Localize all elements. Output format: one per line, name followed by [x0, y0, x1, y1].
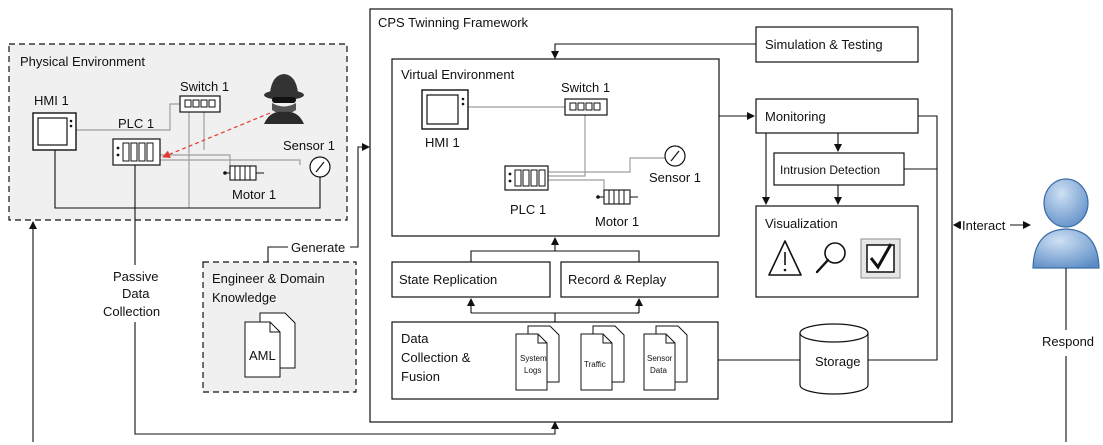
virtual-sensor-label: Sensor 1 [649, 170, 701, 185]
passive-collection-flow: Passive Data Collection [103, 165, 559, 435]
generate-label: Generate [291, 240, 345, 255]
virtual-sensor-icon [664, 145, 686, 167]
virtual-motor-icon [596, 189, 638, 205]
passive-label-1: Passive [113, 269, 159, 284]
interact-label: Interact [962, 218, 1006, 233]
sensor-data-label-2: Data [650, 366, 667, 375]
interact-flow: Interact [953, 218, 1031, 233]
monitoring-box [755, 98, 919, 134]
user-icon [1032, 178, 1100, 269]
visualization-label: Visualization [765, 216, 838, 231]
physical-switch-label: Switch 1 [180, 79, 229, 94]
engineer-label-1: Engineer & Domain [212, 271, 325, 286]
physical-plc-label: PLC 1 [118, 116, 154, 131]
traffic-document-icon [580, 325, 625, 391]
engineer-label-2: Knowledge [212, 290, 276, 305]
virtual-motor-label: Motor 1 [595, 214, 639, 229]
virtual-switch-icon [564, 98, 608, 116]
physical-wiring [54, 103, 321, 209]
switch-icon [179, 95, 221, 113]
generate-flow: Generate [267, 143, 370, 263]
physical-environment-title: Physical Environment [20, 54, 145, 69]
data-collection-label-1: Data [401, 331, 429, 346]
passive-label-3: Collection [103, 304, 160, 319]
system-logs-document-icon [515, 325, 560, 391]
simulation-testing-box [755, 26, 919, 63]
data-collection-label-2: Collection & [401, 350, 471, 365]
state-replication-label: State Replication [399, 272, 497, 287]
virtual-environment-title: Virtual Environment [401, 67, 515, 82]
virtual-hmi-icon [421, 89, 469, 130]
aml-document-icon [244, 312, 296, 378]
physical-sensor-label: Sensor 1 [283, 138, 335, 153]
attack-arrow [162, 112, 271, 159]
simulation-testing-label: Simulation & Testing [765, 37, 883, 52]
virtual-wiring [468, 106, 665, 192]
state-replication-box [391, 261, 551, 298]
respond-label: Respond [1042, 334, 1094, 349]
virtual-plc-icon [504, 165, 549, 191]
system-logs-label-2: Logs [524, 366, 541, 375]
plc-icon [112, 138, 161, 166]
virtual-environment-box [391, 58, 720, 237]
replication-flows [467, 237, 643, 322]
checkbox-icon [860, 238, 901, 279]
physical-motor-label: Motor 1 [232, 187, 276, 202]
attacker-icon [264, 74, 304, 124]
magnifier-icon [815, 242, 846, 274]
aml-label: AML [249, 348, 276, 363]
record-replay-box [560, 261, 719, 298]
passive-label-2: Data [122, 286, 150, 301]
monitoring-flows [762, 115, 938, 361]
cps-twinning-framework: CPS Twinning Framework Simulation & Test… [369, 8, 953, 423]
respond-flow: Respond [1042, 268, 1094, 442]
intrusion-detection-label: Intrusion Detection [780, 163, 880, 177]
virtual-plc-label: PLC 1 [510, 202, 546, 217]
virtual-hmi-label: HMI 1 [425, 135, 460, 150]
traffic-label: Traffic [584, 360, 606, 369]
motor-icon [223, 165, 264, 181]
data-collection-label-3: Fusion [401, 369, 440, 384]
monitoring-label: Monitoring [765, 109, 826, 124]
sensor-data-label-1: Sensor [647, 354, 673, 363]
engineer-knowledge: Engineer & Domain Knowledge AML [202, 261, 357, 393]
sensor-icon [309, 156, 331, 178]
system-logs-label-1: System [520, 354, 547, 363]
sensor-data-document-icon [643, 325, 688, 391]
storage-cylinder-icon [799, 323, 869, 395]
framework-title: CPS Twinning Framework [378, 15, 529, 30]
hmi-icon [32, 112, 77, 151]
physical-environment: Physical Environment HMI 1 Switch 1 [8, 43, 348, 221]
storage-label: Storage [815, 354, 861, 369]
physical-hmi-label: HMI 1 [34, 93, 69, 108]
virtual-switch-label: Switch 1 [561, 80, 610, 95]
warning-icon [768, 240, 802, 276]
record-replay-label: Record & Replay [568, 272, 667, 287]
